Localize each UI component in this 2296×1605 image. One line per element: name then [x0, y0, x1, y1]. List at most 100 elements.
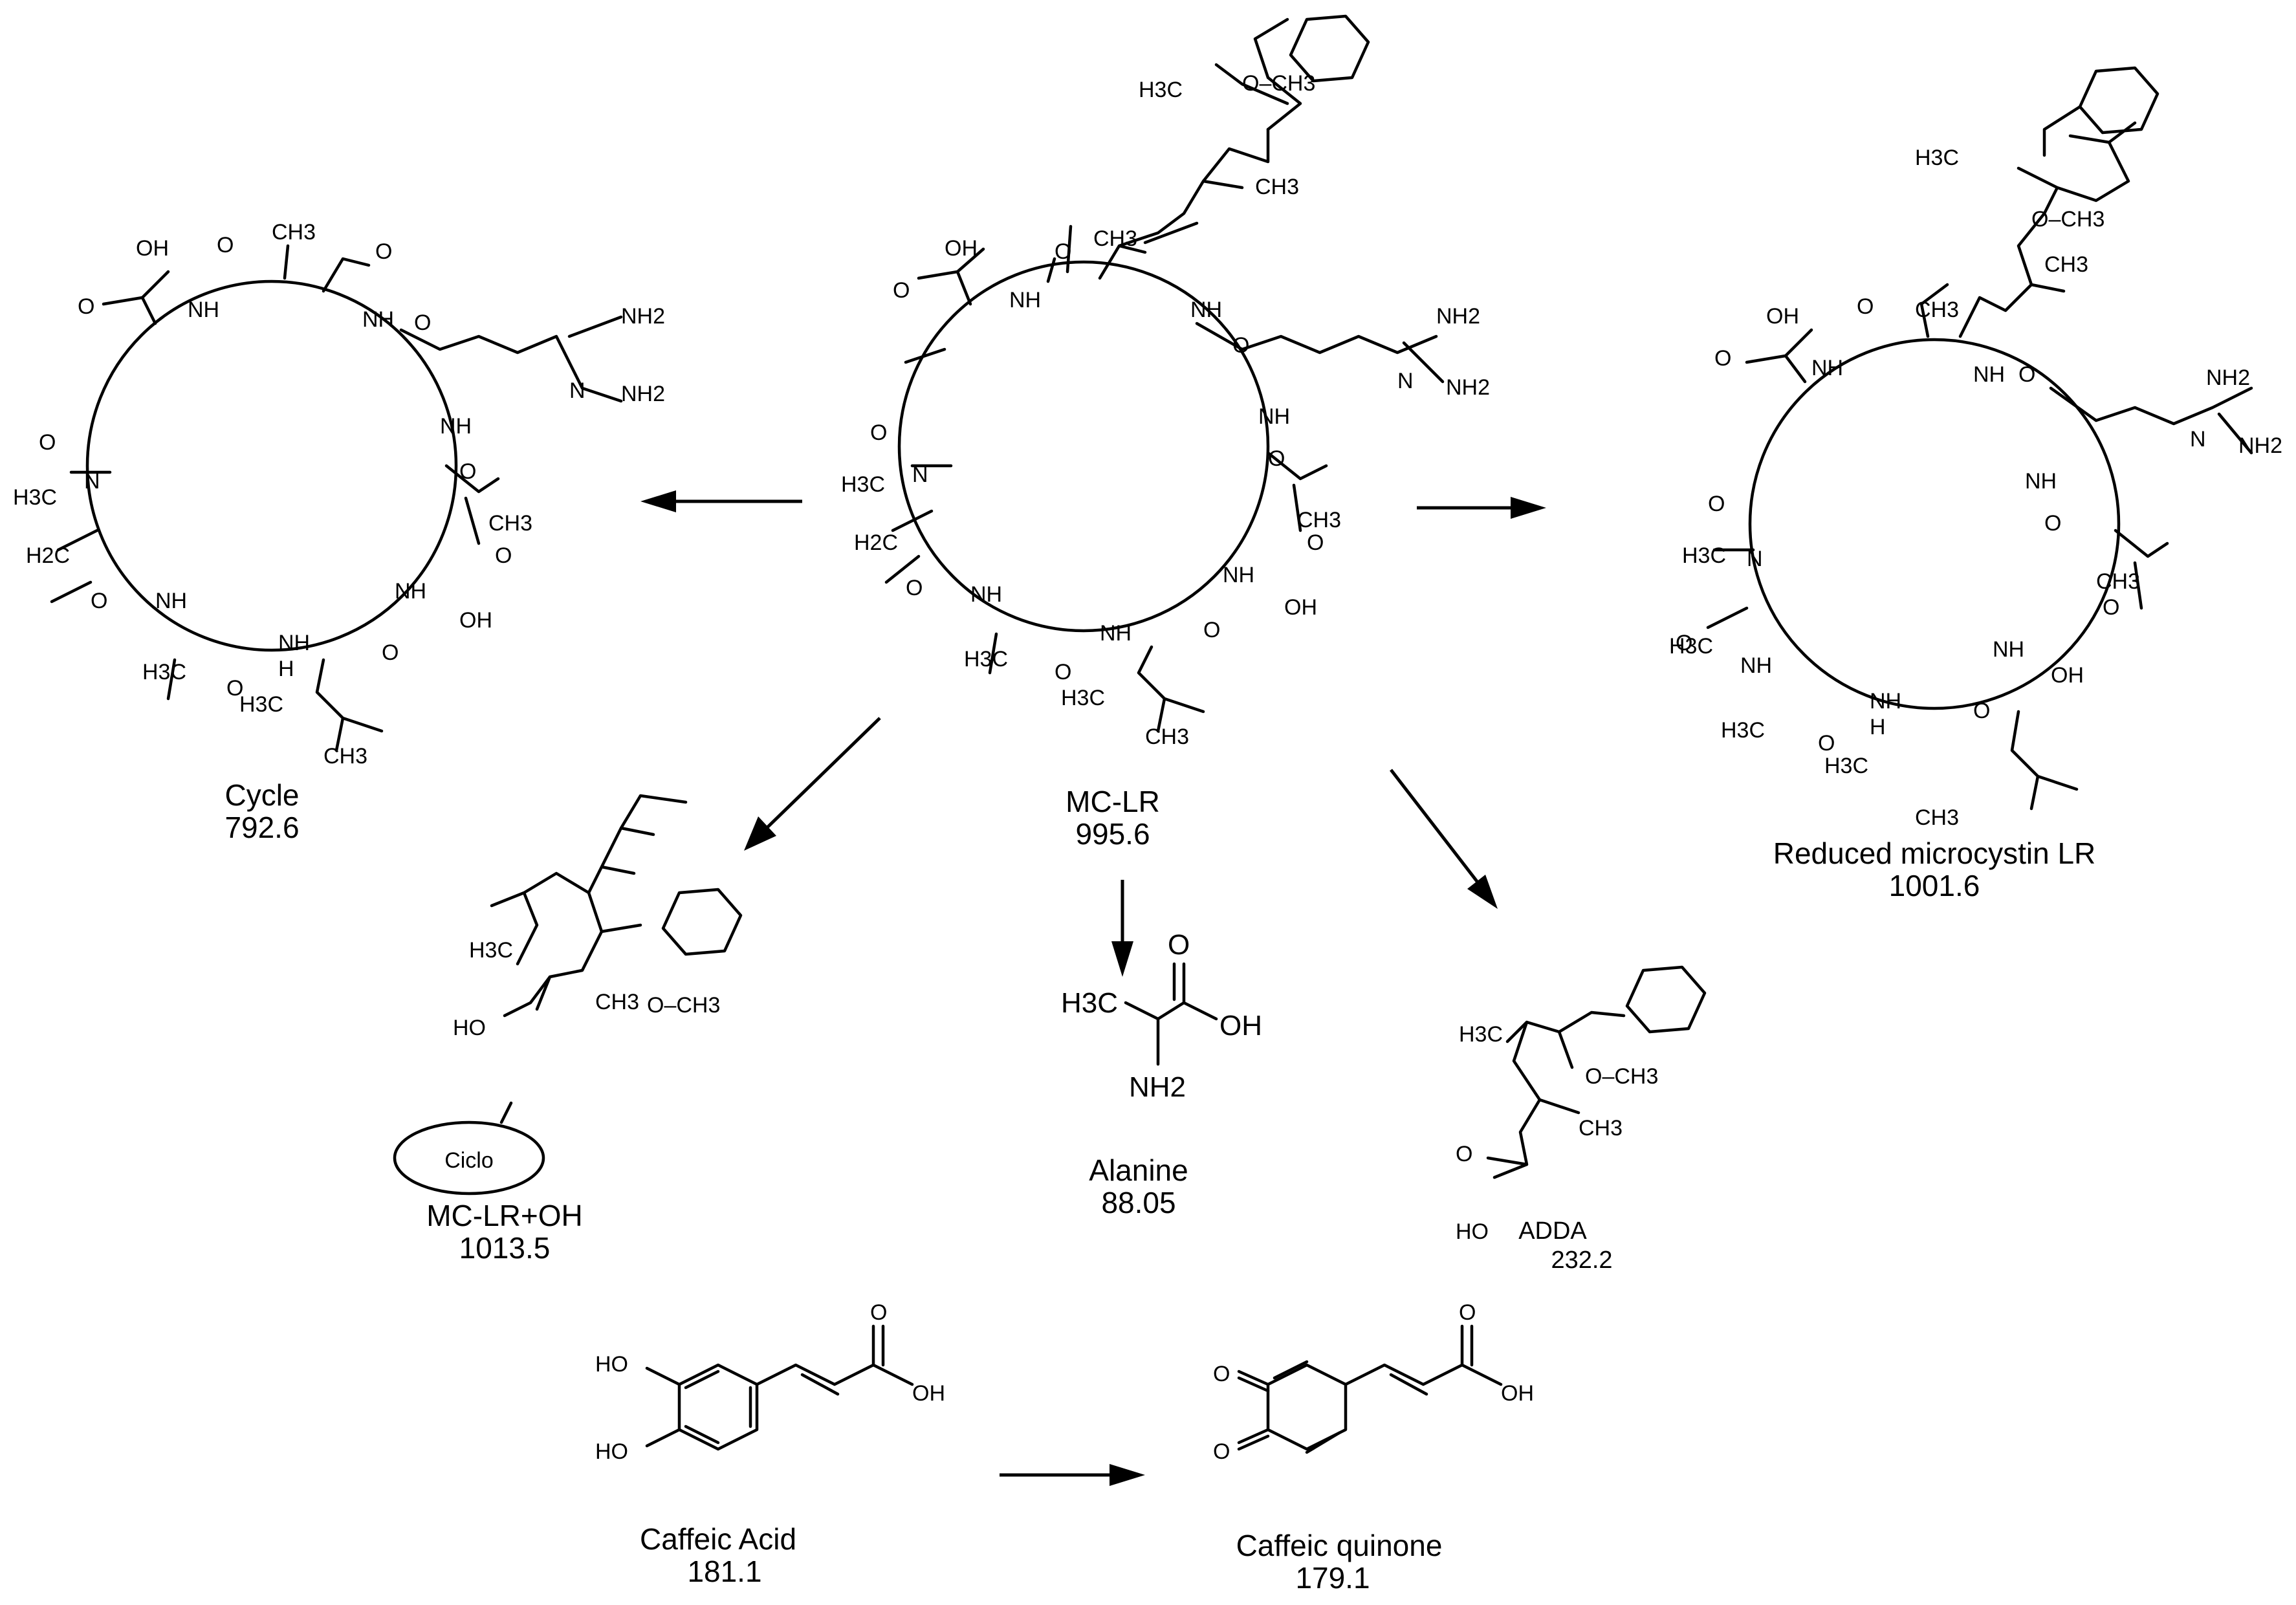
reduced-o-label-2: O [1857, 294, 1874, 319]
mclr-n-label-2: N [912, 463, 928, 487]
adda-o-label: O [1456, 1142, 1472, 1166]
reduced-oh-label-2: OH [2051, 663, 2084, 688]
reduced-h3c-label-3: H3C [1721, 718, 1765, 743]
reduced-nh-label-1: NH [1811, 356, 1843, 380]
caffeic-quinone-structure: O O O OH [1213, 1300, 1534, 1464]
cycle-o-label-7: O [382, 640, 399, 665]
reduced-nh-label-4: NH [1993, 637, 2024, 662]
cycle-nh-label-3: NH [440, 414, 472, 439]
reduced-h3c-label-4: H3C [1669, 634, 1713, 659]
reduced-mass: 1001.6 [1889, 869, 1980, 902]
reduced-nh-label-5: NH [1870, 689, 1901, 714]
adda-structure: H3C O–CH3 CH3 O HO [1456, 965, 1707, 1244]
cycle-oh-label: OH [136, 236, 169, 261]
arrow-to-adda [1390, 769, 1498, 909]
reduced-h-label: H [1870, 715, 1886, 739]
mclr-o-label-2: O [1055, 239, 1071, 264]
cycle-o-label-4: O [414, 311, 431, 335]
cycle-structure: OH O NH O CH3 O NH O NH2 N NH2 NH O CH3 … [13, 220, 665, 769]
mclr-o-label-8: O [906, 576, 923, 600]
caffeic-quinone-oh-label: OH [1501, 1381, 1534, 1406]
reduced-o-label-9: O [1708, 492, 1725, 516]
cycle-ch3-label-2: CH3 [488, 511, 532, 536]
arrow-to-cycle [640, 490, 802, 512]
reduced-h3c-label-5: H3C [1682, 543, 1726, 568]
alanine-nh2-label: NH2 [1129, 1071, 1186, 1103]
mclr-ch3-label-4: CH3 [1145, 725, 1189, 749]
reduced-o-label-7: O [1818, 731, 1835, 756]
cycle-nh2-label-1: NH2 [621, 304, 665, 329]
cycle-h-label: H [278, 657, 294, 681]
mclr-o-label-6: O [1203, 618, 1220, 642]
mclr-o-label-3: O [1232, 333, 1249, 358]
mclr-h3c-label-4: H3C [841, 472, 885, 497]
mclr-h3c-label-3: H3C [964, 647, 1008, 671]
reduced-o-label-6: O [1973, 699, 1990, 723]
caffeic-quinone-o-label-2: O [1213, 1439, 1230, 1464]
reduced-h3c-label: H3C [1915, 146, 1959, 170]
adda-ho-label: HO [1456, 1219, 1489, 1244]
arrow-to-mclr-oh [744, 717, 881, 851]
cycle-n-label-2: N [84, 469, 100, 494]
cycle-nh-label-6: NH [155, 589, 187, 613]
cycle-h3c-label-2: H3C [142, 660, 186, 684]
mclr-o-label-7: O [1055, 660, 1071, 684]
cycle-o-label-8: O [226, 676, 243, 701]
mclr-oh-ring-label: Ciclo [444, 1148, 494, 1173]
reduced-o-label-5: O [2103, 595, 2119, 620]
mclr-oh-h3c-label: H3C [469, 938, 513, 963]
caffeic-acid-name: Caffeic Acid [640, 1522, 796, 1556]
caffeic-acid-o-label: O [870, 1300, 887, 1325]
cycle-o-label-1: O [78, 294, 94, 319]
reduced-o-label-4: O [2044, 511, 2061, 536]
mclr-nh-label-4: NH [1223, 563, 1254, 587]
adda-ch3-label: CH3 [1579, 1116, 1623, 1141]
mclr-oh-label: OH [945, 236, 978, 261]
arrow-to-reduced [1417, 497, 1546, 519]
mclr-oh-ho-label: HO [453, 1016, 486, 1040]
cycle-h2c-label: H2C [26, 543, 70, 568]
cycle-o-label-6: O [495, 543, 512, 568]
mclr-nh2-label-1: NH2 [1436, 304, 1480, 329]
mclr-ch3-label-2: CH3 [1255, 175, 1299, 199]
mclr-h3c-label-2: H3C [1061, 686, 1105, 710]
cycle-h3c-label-3: H3C [13, 485, 57, 510]
caffeic-acid-ho-label-1: HO [595, 1352, 628, 1377]
caffeic-acid-ho-label-2: HO [595, 1439, 628, 1464]
reduced-h3c-label-2: H3C [1824, 754, 1868, 778]
reduced-structure: OH O NH O CH3 H3C O–CH3 CH3 NH O NH2 N N… [1669, 66, 2282, 830]
alanine-mass: 88.05 [1101, 1186, 1175, 1219]
reduced-ch3-label-1: CH3 [1915, 298, 1959, 322]
caffeic-quinone-name: Caffeic quinone [1236, 1529, 1443, 1562]
reduced-nh-label-6: NH [1740, 653, 1772, 678]
reduced-ch3-label-3: CH3 [2096, 569, 2140, 594]
mclr-o-label-5: O [1307, 530, 1324, 555]
alanine-structure: H3C O OH NH2 [1061, 929, 1262, 1103]
alanine-h3c-label: H3C [1061, 987, 1118, 1019]
cycle-o-label-5: O [459, 459, 476, 484]
caffeic-acid-structure: HO HO O OH [595, 1300, 945, 1464]
adda-h3c-label: H3C [1459, 1022, 1503, 1047]
mclr-nh-label-2: NH [1190, 298, 1222, 322]
caffeic-acid-mass: 181.1 [687, 1555, 761, 1588]
mclr-structure: OH O NH O CH3 H3C O–CH3 CH3 NH O NH2 N N… [841, 14, 1490, 749]
mclr-mass: 995.6 [1075, 817, 1150, 851]
mclr-ch3-label-1: CH3 [1093, 226, 1137, 251]
adda-mass: 232.2 [1551, 1247, 1612, 1274]
arrow-to-alanine [1111, 880, 1133, 977]
mclr-h3c-label-1: H3C [1139, 78, 1183, 102]
reduced-nh2-label-2: NH2 [2238, 433, 2282, 458]
reduced-o-label-1: O [1714, 346, 1731, 371]
reduced-nh2-label-1: NH2 [2206, 366, 2250, 390]
cycle-name: Cycle [224, 778, 299, 812]
reduced-och3-label: O–CH3 [2031, 207, 2105, 232]
mclr-oh-structure: H3C HO CH3 O–CH3 Ciclo [393, 794, 743, 1196]
cycle-o-label-3: O [375, 239, 392, 264]
reduced-n-label: N [2190, 427, 2206, 452]
cycle-h3c-label-1: H3C [239, 692, 283, 717]
cycle-o-label-9: O [91, 589, 107, 613]
adda-och3-label: O–CH3 [1585, 1064, 1658, 1089]
arrow-caffeic [1000, 1464, 1145, 1486]
cycle-o-label-10: O [39, 430, 56, 455]
